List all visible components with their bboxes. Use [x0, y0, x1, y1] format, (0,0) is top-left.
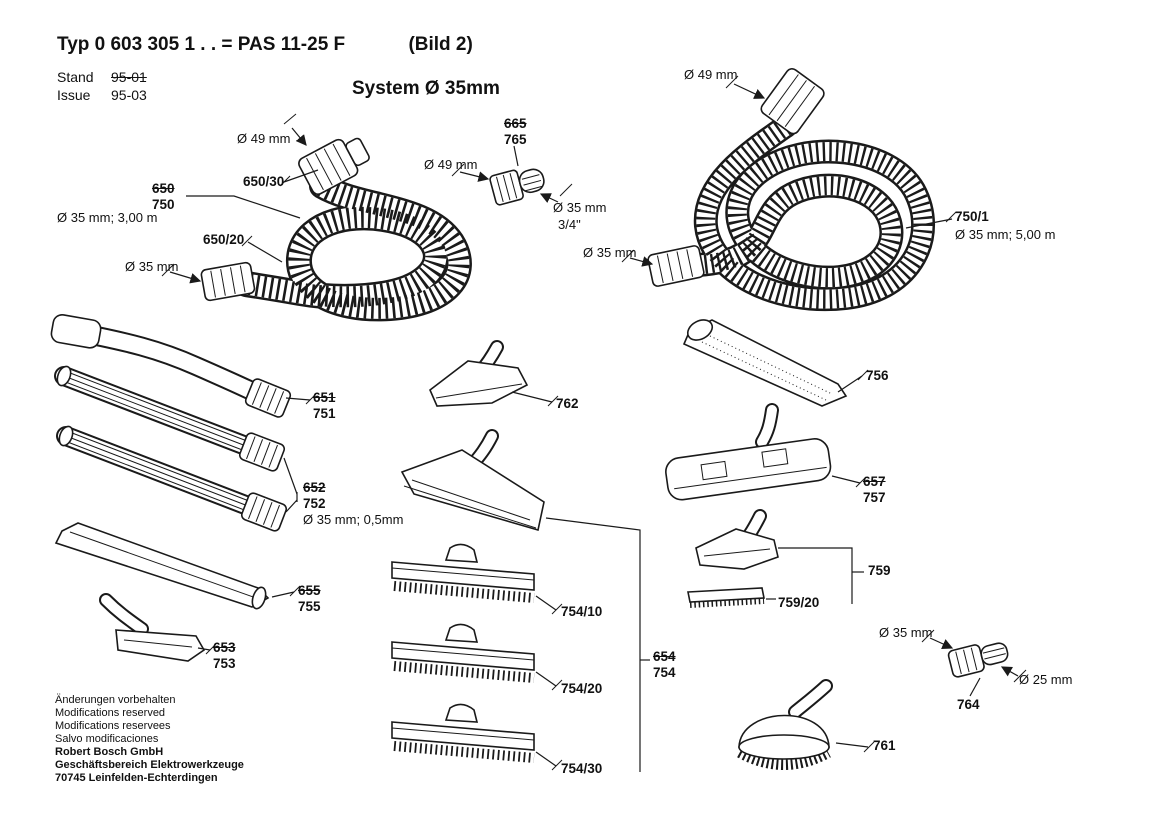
footer-line-de: Änderungen vorbehalten: [55, 694, 176, 706]
issue-label: Issue: [57, 87, 91, 103]
label-dia35-mid: Ø 35 mm: [553, 200, 607, 215]
label-dia35-764: Ø 35 mm: [879, 625, 933, 640]
label-754-30: 754/30: [561, 761, 603, 776]
label-759: 759: [868, 563, 891, 578]
dimension-arrows: [161, 75, 1027, 683]
footer-company: Robert Bosch GmbH: [55, 746, 164, 758]
nozzle-753-drawing: [99, 593, 206, 662]
label-650-old: 650: [152, 181, 175, 196]
brush-strip-759-20-drawing: [687, 587, 765, 608]
label-754: 754: [653, 665, 676, 680]
label-756: 756: [866, 368, 889, 383]
label-dim-35-05: Ø 35 mm; 0,5mm: [303, 512, 404, 527]
label-750-1: 750/1: [955, 209, 989, 224]
hose-750-1-drawing: [647, 67, 935, 312]
footer-line-es: Salvo modificaciones: [55, 733, 159, 745]
label-dim-35-5m: Ø 35 mm; 5,00 m: [955, 227, 1056, 242]
label-753: 753: [213, 656, 236, 671]
label-dia25: Ø 25 mm: [1019, 672, 1073, 687]
floor-brush-754-30-drawing: [391, 703, 535, 763]
nozzle-762-drawing: [429, 340, 529, 407]
adapter-764-drawing: [947, 642, 1009, 678]
footer-block: Änderungen vorbehalten Modifications res…: [55, 694, 244, 785]
hose-750-drawing: [200, 137, 472, 322]
label-654-old: 654: [653, 649, 676, 664]
label-765: 765: [504, 132, 527, 147]
hose-cuff-top-icon: [298, 137, 370, 196]
leader-lines: [186, 145, 981, 772]
crevice-nozzle-755-drawing: [54, 522, 270, 610]
label-751: 751: [313, 406, 336, 421]
label-650-20: 650/20: [203, 232, 245, 247]
label-dia35-right: Ø 35 mm: [583, 245, 637, 260]
stand-label: Stand: [57, 69, 94, 85]
label-755: 755: [298, 599, 321, 614]
label-754-20: 754/20: [561, 681, 603, 696]
label-757: 757: [863, 490, 886, 505]
hose-cuff-end-icon: [647, 245, 705, 287]
stand-value: 95-01: [111, 69, 147, 85]
page-title: Typ 0 603 305 1 . . = PAS 11-25 F (Bild …: [57, 34, 473, 56]
floor-nozzle-757-drawing: [665, 403, 832, 501]
crevice-nozzle-756-drawing: [682, 319, 848, 407]
label-665-old: 665: [504, 116, 527, 131]
label-750: 750: [152, 197, 175, 212]
nozzle-754-drawing: [400, 429, 545, 532]
adapter-765-drawing: [489, 168, 545, 206]
label-651-old: 651: [313, 390, 336, 405]
footer-line-en: Modifications reserved: [55, 707, 166, 719]
issue-block: Stand 95-01 Issue 95-03: [57, 68, 147, 104]
label-761: 761: [873, 738, 896, 753]
label-650-30: 650/30: [243, 174, 285, 189]
footer-address: 70745 Leinfelden-Echterdingen: [55, 772, 218, 784]
label-762: 762: [556, 396, 579, 411]
hose-cuff-end-icon: [200, 261, 256, 302]
system-title: System Ø 35mm: [352, 78, 500, 99]
type-number-text: Typ 0 603 305 1 . . = PAS 11-25 F: [57, 34, 346, 55]
label-dia49-right: Ø 49 mm: [684, 67, 738, 82]
label-dia49-mid: Ø 49 mm: [424, 157, 478, 172]
label-dia35-left: Ø 35 mm: [125, 259, 179, 274]
label-653-old: 653: [213, 640, 236, 655]
bent-tube-751-drawing: [50, 313, 292, 418]
floor-brush-754-10-drawing: [391, 543, 535, 603]
label-657-old: 657: [863, 474, 886, 489]
figure-number-text: (Bild 2): [408, 34, 473, 55]
nozzle-759-drawing: [695, 509, 779, 570]
label-752: 752: [303, 496, 326, 511]
round-brush-761-drawing: [737, 679, 833, 770]
label-dim-35-3m: Ø 35 mm; 3,00 m: [57, 210, 158, 225]
footer-line-fr: Modifications reservees: [55, 720, 171, 732]
floor-brush-754-20-drawing: [391, 623, 535, 683]
hose-cuff-top-icon: [760, 67, 825, 135]
label-3-4-inch: 3/4": [558, 217, 581, 232]
footer-division: Geschäftsbereich Elektrowerkzeuge: [55, 759, 244, 771]
issue-value: 95-03: [111, 87, 147, 103]
label-655-old: 655: [298, 583, 321, 598]
label-dia49-left: Ø 49 mm: [237, 131, 291, 146]
extension-tube-752a-drawing: [54, 365, 286, 472]
extension-tube-752b-drawing: [56, 425, 288, 532]
label-764: 764: [957, 697, 980, 712]
label-652-old: 652: [303, 480, 326, 495]
label-754-10: 754/10: [561, 604, 603, 619]
label-759-20: 759/20: [778, 595, 820, 610]
